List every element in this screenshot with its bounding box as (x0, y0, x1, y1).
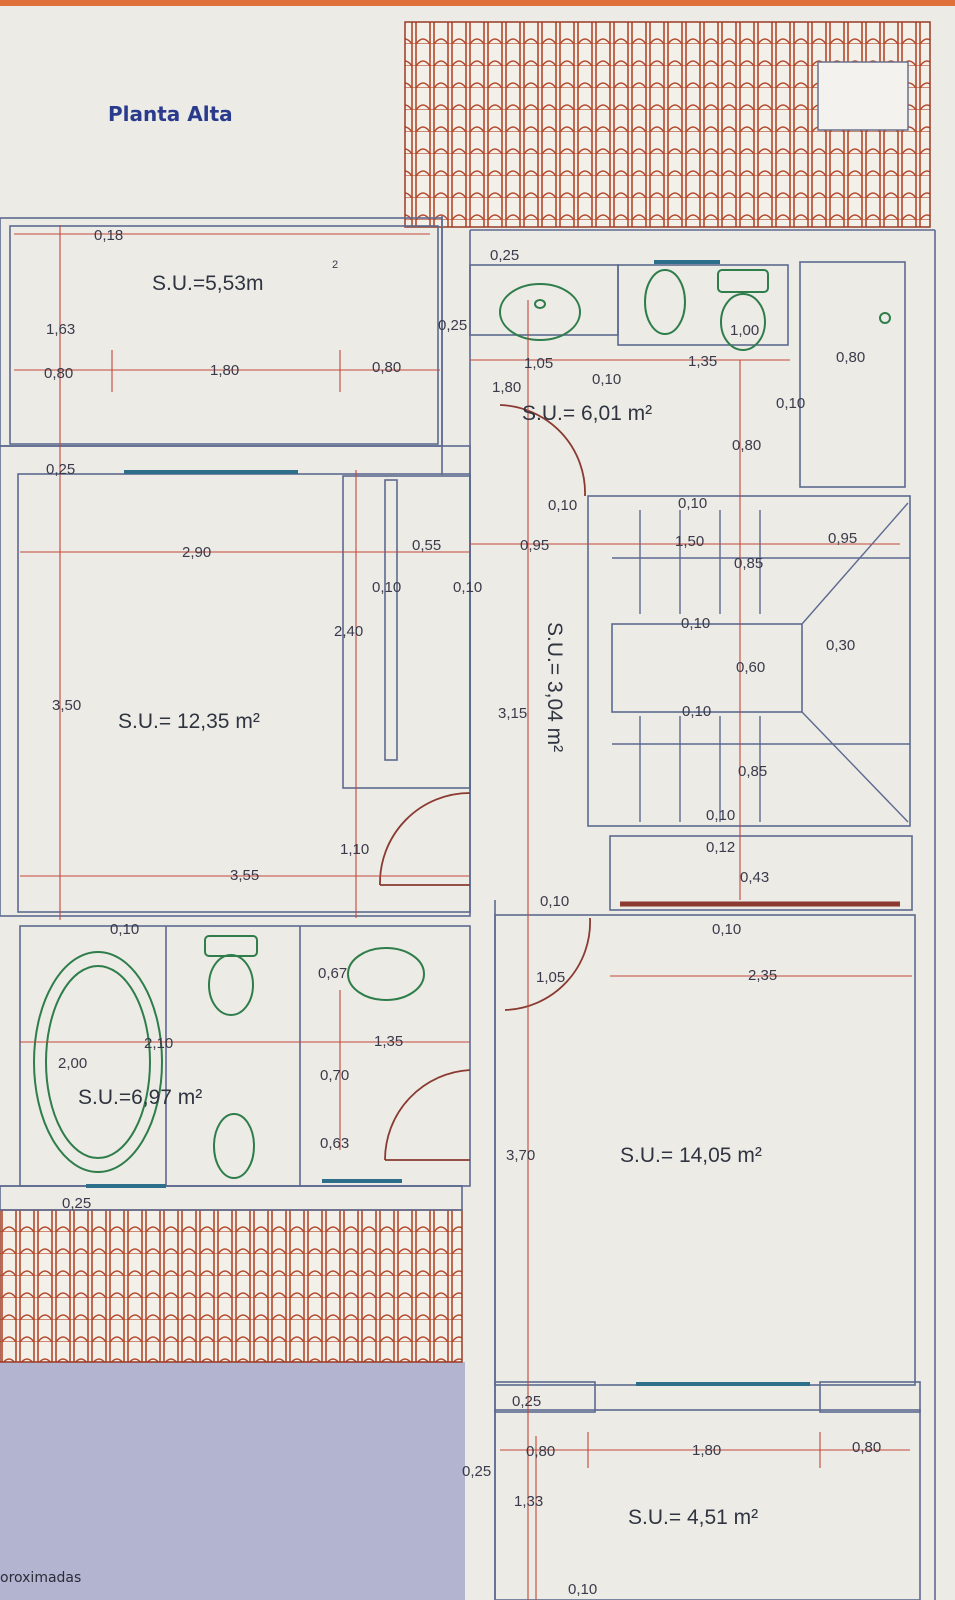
dim-label: 0,95 (520, 537, 549, 554)
doors (379, 404, 591, 1161)
dim-label: 0,10 (706, 807, 735, 824)
dim-label: 0,25 (512, 1393, 541, 1410)
page-title: Planta Alta (108, 102, 233, 126)
dim-label: 1,33 (514, 1493, 543, 1510)
dim-label: 1,05 (536, 969, 565, 986)
dim-label: 0,25 (62, 1195, 91, 1212)
dimension-labels: 0,18 2 0,25 0,25 1,63 0,80 1,80 0,80 1,0… (44, 227, 881, 1598)
dim-label: 0,10 (712, 921, 741, 938)
bottom-left-band (0, 1362, 465, 1600)
dim-label: 1,80 (692, 1442, 721, 1459)
dim-label: 0,80 (852, 1439, 881, 1456)
dim-label: 0,30 (826, 637, 855, 654)
dim-label: 0,95 (828, 530, 857, 547)
dim-label: 0,80 (372, 359, 401, 376)
dim-label: 2,35 (748, 967, 777, 984)
dim-label: 0,10 (681, 615, 710, 632)
dim-label: 0,80 (526, 1443, 555, 1460)
area-bath-top: S.U.= 6,01 m² (522, 402, 652, 425)
dimension-lines (14, 225, 912, 1600)
dim-label: 0,55 (412, 537, 441, 554)
area-labels: S.U.=5,53m S.U.= 6,01 m² S.U.= 12,35 m² … (78, 272, 762, 1529)
area-top-left: S.U.=5,53m (152, 272, 263, 295)
dim-label: 1,80 (210, 362, 239, 379)
dim-label: 3,70 (506, 1147, 535, 1164)
area-bath-bottom: S.U.=6,97 m² (78, 1086, 202, 1109)
roof-tiles-bottom (0, 1209, 463, 1363)
dim-label: 1,00 (730, 322, 759, 339)
dim-label: 0,10 (540, 893, 569, 910)
dim-label: 3,55 (230, 867, 259, 884)
stairs (639, 502, 909, 823)
dim-label: 0,10 (568, 1581, 597, 1598)
dim-label: 1,50 (675, 533, 704, 550)
dim-label: 1,05 (524, 355, 553, 372)
dim-label: 0,10 (776, 395, 805, 412)
dim-label: 2,40 (334, 623, 363, 640)
fixtures (33, 269, 891, 1179)
dim-label: 1,63 (46, 321, 75, 338)
skylight (817, 61, 909, 131)
dim-label: 0,25 (490, 247, 519, 264)
dim-label: 2 (332, 259, 338, 271)
dim-label: 0,60 (736, 659, 765, 676)
windows (86, 260, 810, 1386)
dim-label: 0,10 (372, 579, 401, 596)
dim-label: 0,70 (320, 1067, 349, 1084)
footer-note: oroximadas (0, 1570, 82, 1586)
dim-label: 0,10 (592, 371, 621, 388)
area-bedroom-left: S.U.= 12,35 m² (118, 710, 260, 733)
dim-label: 0,10 (548, 497, 577, 514)
walls (0, 216, 936, 1600)
dim-label: 0,80 (836, 349, 865, 366)
dim-label: 2,90 (182, 544, 211, 561)
dim-label: 1,10 (340, 841, 369, 858)
dim-label: 0,10 (682, 703, 711, 720)
dim-label: 2,00 (58, 1055, 87, 1072)
dim-label: 0,67 (318, 965, 347, 982)
dim-label: 0,12 (706, 839, 735, 856)
dim-label: 0,10 (678, 495, 707, 512)
dim-label: 0,85 (734, 555, 763, 572)
dim-label: 3,15 (498, 705, 527, 722)
dim-label: 0,25 (46, 461, 75, 478)
area-corridor: S.U.= 3,04 m² (543, 622, 566, 752)
dim-label: 0,25 (438, 317, 467, 334)
dim-label: 2,10 (144, 1035, 173, 1052)
dim-label: 0,80 (44, 365, 73, 382)
dim-label: 0,10 (110, 921, 139, 938)
top-strip (0, 0, 955, 6)
dim-label: 0,63 (320, 1135, 349, 1152)
dim-label: 0,10 (453, 579, 482, 596)
dim-label: 0,85 (738, 763, 767, 780)
dim-label: 1,35 (374, 1033, 403, 1050)
dim-label: 0,25 (462, 1463, 491, 1480)
dim-label: 0,18 (94, 227, 123, 244)
area-bedroom-right: S.U.= 14,05 m² (620, 1144, 762, 1167)
dim-label: 3,50 (52, 697, 81, 714)
dim-label: 0,43 (740, 869, 769, 886)
dim-label: 0,80 (732, 437, 761, 454)
area-bottom-right: S.U.= 4,51 m² (628, 1506, 758, 1529)
dim-label: 1,80 (492, 379, 521, 396)
dim-label: 1,35 (688, 353, 717, 370)
